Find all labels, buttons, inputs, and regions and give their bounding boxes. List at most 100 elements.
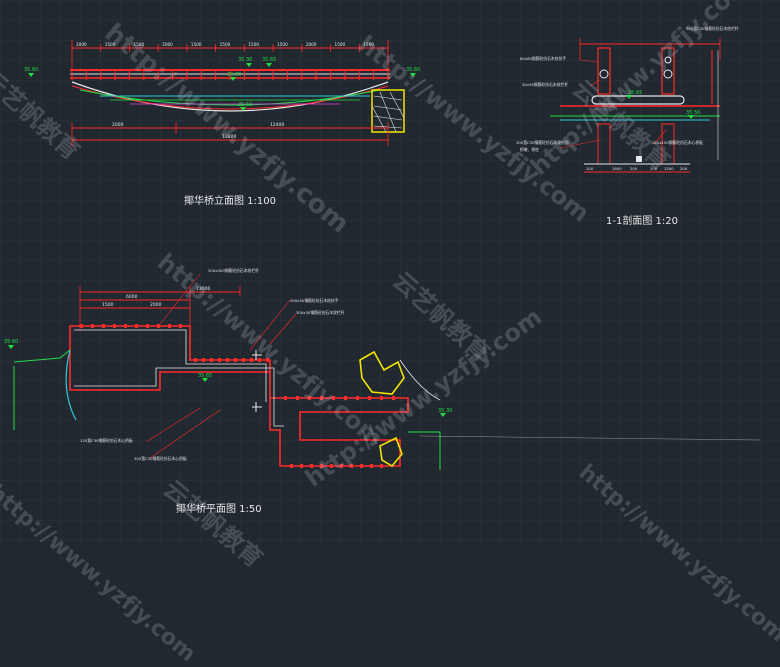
section-dim-label: 1800 (612, 166, 622, 171)
elevation-dim-label: 1500 (363, 42, 374, 47)
section-label-4: 300宽C30钢筋砼仿石木纹桥面 (516, 140, 569, 145)
section-title: 1-1剖面图 1:20 (606, 216, 678, 227)
elevation-dim-label: 1500 (335, 42, 346, 47)
plan-railing-post (370, 464, 373, 468)
plan-railing-post (308, 396, 311, 400)
section-dim-label: 200 (680, 166, 688, 171)
section-dim-label: 200 (630, 166, 638, 171)
plan-railing-post (202, 358, 205, 362)
elevation-dim-label: 1500 (220, 42, 231, 47)
elevation-dim-label: 1500 (248, 42, 259, 47)
plan-level-mid: 35.65 (198, 373, 212, 379)
elevation-dim-label: 1500 (191, 42, 202, 47)
section-level-b: 35.50 (686, 110, 700, 116)
plan-railing-post (310, 464, 313, 468)
section-level-a: 35.65 (628, 90, 642, 96)
plan-railing-post (380, 464, 383, 468)
plan-railing-post (146, 324, 149, 328)
plan-dim-2: 6000 (126, 294, 138, 300)
section-dim-label: 200 (586, 166, 594, 171)
plan-railing-post (124, 324, 127, 328)
plan-railing-post (300, 464, 303, 468)
plan-level-right: 35.30 (438, 408, 452, 414)
section-dim-label: 1500 (664, 166, 674, 171)
plan-dim-3: 1500 (102, 302, 114, 308)
section-label-2: 80x80钢筋砼仿石木纹扶手 (520, 56, 566, 61)
plan-railing-post (218, 358, 221, 362)
section-label-1: 300宽C30钢筋砼仿石木纹栏杆 (686, 26, 739, 31)
plan-label-3: 300x30钢筋砼仿石木纹栏杆 (296, 310, 345, 315)
elevation-dim-label: 2000 (162, 42, 173, 47)
plan-bridge-outline (69, 325, 409, 467)
plan-railing-post (344, 396, 347, 400)
plan-railing-post (290, 464, 293, 468)
elevation-dim-label: 1500 (133, 42, 144, 47)
plan-railing-post (320, 396, 323, 400)
section-label-3: 30x30钢筋砼仿石木纹栏杆 (522, 82, 568, 87)
section-deck (591, 95, 685, 105)
plan-railing-post (250, 358, 253, 362)
plan-railing-post (392, 396, 395, 400)
plan-label-5: 300宽C30钢筋砼仿石木心桥板 (134, 456, 187, 461)
plan-level-left: 35.60 (4, 339, 18, 345)
plan-dim-4: 2000 (150, 302, 162, 308)
plan-railing-post (135, 324, 138, 328)
cad-drawing-canvas: 2000 1500 1500 2000 1500 1500 1500 1500 2000 1500… (0, 0, 780, 543)
plan-railing-post (368, 396, 371, 400)
elevation-level-mid2: 35.65 (262, 57, 276, 63)
plan-railing-post (296, 396, 299, 400)
plan-railing-post (356, 396, 359, 400)
bridge-plan-drawing: 13000 6000 1500 2000 300x300钢筋砼仿石木纹栏杆 30… (4, 268, 761, 470)
plan-shoreline-left (13, 349, 71, 363)
plan-railing-post (258, 358, 261, 362)
plan-railing-post (360, 464, 363, 468)
elevation-dim-label: 2000 (306, 42, 317, 47)
plan-railing-post (266, 358, 269, 362)
plan-railing-post (350, 464, 353, 468)
plan-railing-post (210, 358, 213, 362)
plan-railing-post (332, 396, 335, 400)
plan-railing-post (242, 358, 245, 362)
plan-railing-post (330, 464, 333, 468)
arch-curve (71, 81, 389, 112)
plan-label-2: 300x30钢筋砼仿石木纹扶手 (290, 298, 339, 303)
plan-railing-post (168, 324, 171, 328)
plan-stone-2 (379, 436, 403, 468)
plan-railing-post (234, 358, 237, 362)
plan-railing-post (226, 358, 229, 362)
plan-railing-post (194, 358, 197, 362)
section-post-right (661, 47, 675, 95)
section-label-6: 桥墩、桥柱 (520, 147, 539, 152)
plan-label-1: 300x300钢筋砼仿石木纹栏杆 (208, 268, 259, 273)
elevation-dim-label: 1500 (105, 42, 116, 47)
plan-railing-post (320, 464, 323, 468)
elevation-dim-bottom-a: 2000 (112, 122, 124, 128)
elevation-title: 揶华桥立面图 1:100 (184, 196, 276, 207)
section-dim-label: 200 (650, 166, 658, 171)
background-grid (0, 0, 780, 543)
elevation-dim-label: 2000 (76, 42, 87, 47)
elevation-dim-bottom-b: 12400 (270, 122, 284, 128)
plan-dim-1: 13000 (196, 286, 210, 292)
plan-railing-post (157, 324, 160, 328)
elevation-dim-total: 13800 (222, 134, 236, 140)
plan-railing-post (80, 324, 83, 328)
plan-railing-post (179, 324, 182, 328)
plan-title: 揶华桥平面图 1:50 (176, 504, 262, 515)
plan-railing-post (284, 396, 287, 400)
elevation-dim-label: 1500 (277, 42, 288, 47)
plan-label-4: 120宽C30钢筋砼仿石木心桥板 (80, 438, 133, 443)
bridge-elevation-drawing: 2000 1500 1500 2000 1500 1500 1500 1500 2000 1500… (24, 40, 420, 146)
plan-railing-post (91, 324, 94, 328)
section-label-5: 150x150钢筋砼仿石木心桥板 (652, 140, 703, 145)
plan-railing-post (102, 324, 105, 328)
elevation-level-water: 35.60 (238, 102, 252, 108)
plan-railing-post (380, 396, 383, 400)
section-1-1-drawing: 200 1800 200 200 1500 200 300宽C30钢筋砼仿石木纹栏杆 80… (516, 26, 739, 173)
elevation-level-right: 35.60 (406, 67, 420, 73)
plan-stone-1 (359, 350, 405, 395)
plan-shoreline-right (408, 431, 441, 470)
plan-railing-post (113, 324, 116, 328)
elevation-level-mid: 35.30 (238, 57, 252, 63)
section-post-left (597, 47, 611, 95)
